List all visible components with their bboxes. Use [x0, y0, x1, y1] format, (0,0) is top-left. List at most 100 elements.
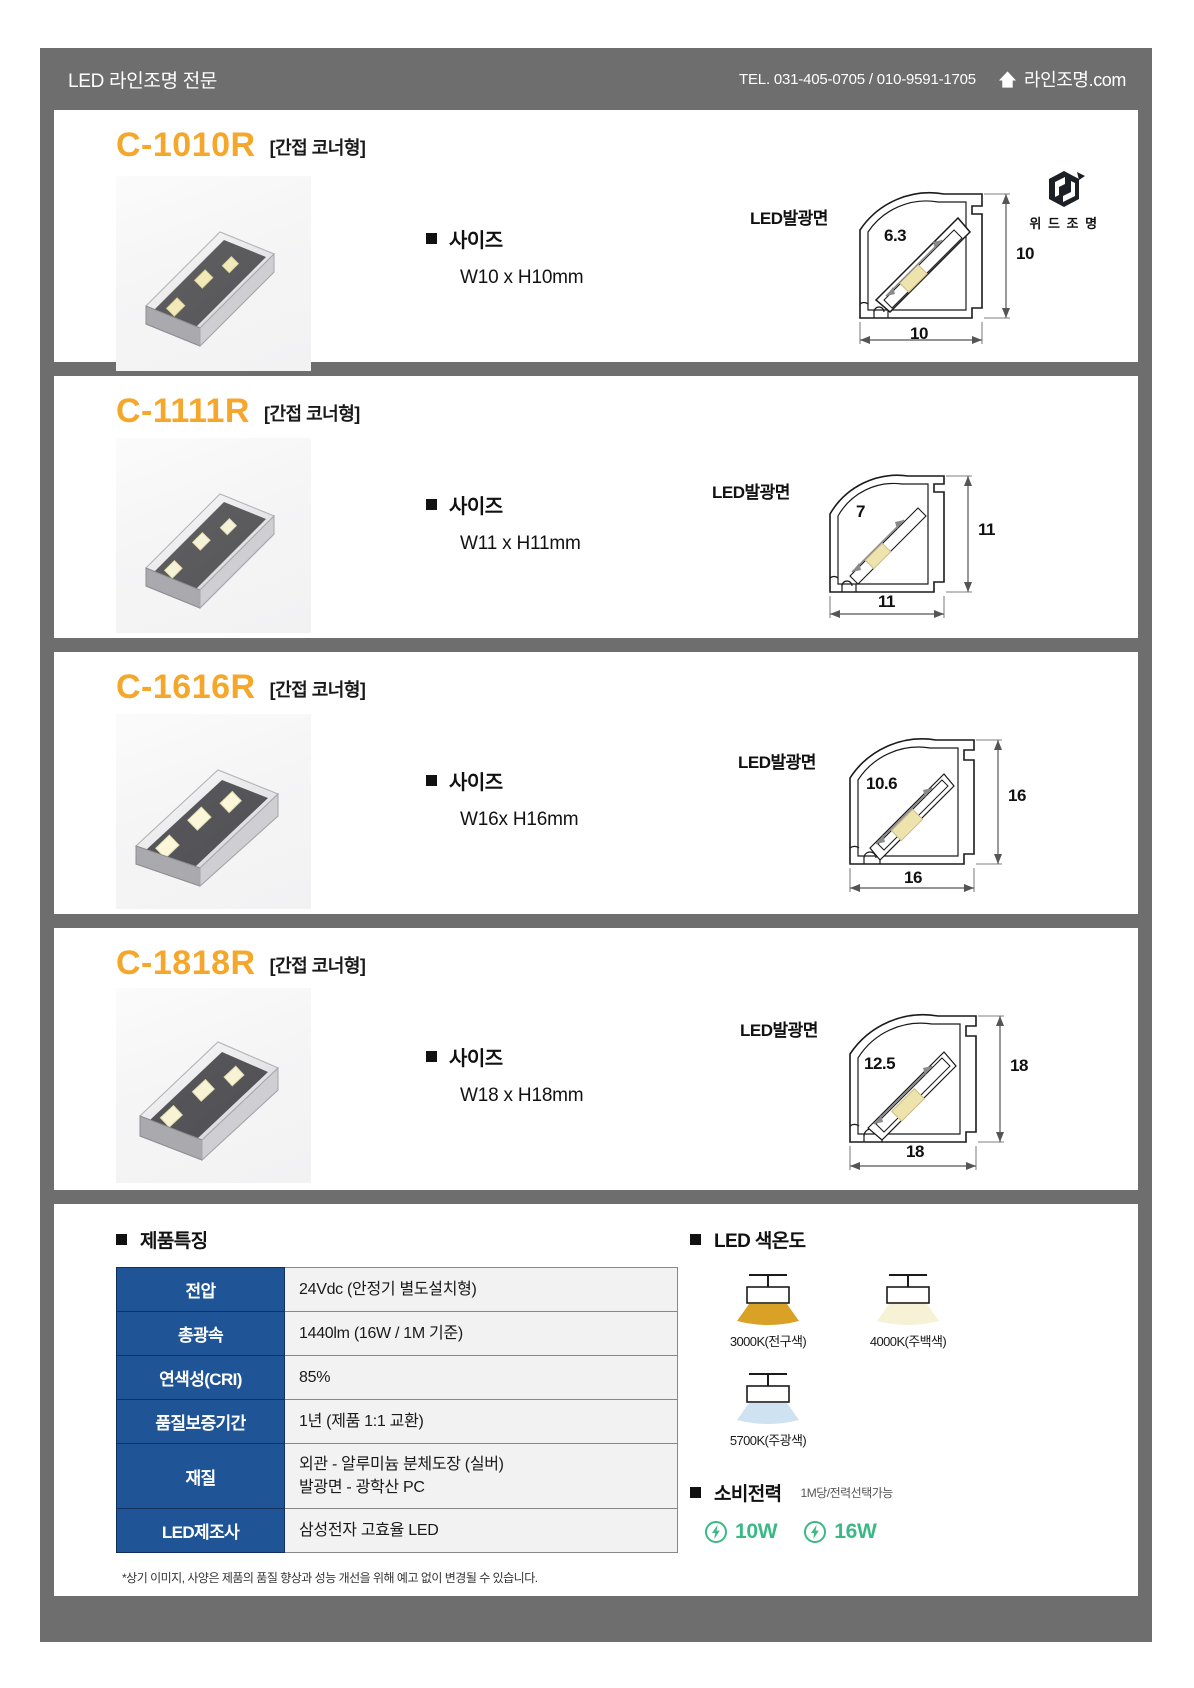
spec-value: 85% — [284, 1355, 678, 1400]
cct-power-section: LED 색온도 3000K(전구색) — [660, 1226, 1138, 1596]
size-label: 사이즈 — [449, 772, 503, 794]
cross-section-diagram: LED발광면 — [738, 720, 1026, 895]
size-heading: 사이즈 — [426, 766, 578, 795]
size-value: W10 x H10mm — [460, 267, 584, 288]
power-option[interactable]: 10W — [704, 1520, 778, 1544]
diagonal-dimension: 7 — [856, 502, 865, 521]
size-label: 사이즈 — [449, 230, 503, 252]
features-label: 제품특징 — [140, 1231, 208, 1252]
cube-logo-icon — [1016, 168, 1112, 210]
product-photo — [116, 988, 311, 1183]
size-label: 사이즈 — [449, 496, 503, 518]
product-heading: C-1616R [간접 코너형] — [54, 652, 1138, 704]
power-sublabel: 1M당/전력선택가능 — [800, 1486, 894, 1500]
led-face-label: LED발광면 — [712, 483, 790, 502]
cct-option: 4000K(주백색) — [838, 1267, 978, 1350]
product-type: [간접 코너형] — [269, 680, 366, 700]
power-label: 소비전력 — [714, 1484, 782, 1505]
size-block: 사이즈 W16x H16mm — [426, 766, 579, 831]
brand-name: 위 드 조 명 — [1029, 216, 1099, 231]
power-heading: 소비전력 1M당/전력선택가능 — [690, 1479, 1138, 1506]
cross-section-diagram: LED발광면 — [712, 450, 998, 625]
product-card: C-1010R [간접 코너형] — [54, 110, 1138, 371]
square-bullet-icon — [426, 233, 437, 244]
square-bullet-icon — [426, 1051, 437, 1062]
header-contact-group: TEL. 031-405-0705 / 010-9591-1705 라인조명.c… — [739, 66, 1126, 92]
spec-value: 1년 (제품 1:1 교환) — [284, 1399, 678, 1444]
features-section: 제품특징 전압 24Vdc (안정기 별도설치형) 총광속 1440lm (16… — [54, 1226, 678, 1596]
spec-label: 품질보증기간 — [116, 1399, 285, 1444]
specification-panel: 제품특징 전압 24Vdc (안정기 별도설치형) 총광속 1440lm (16… — [54, 1204, 1138, 1596]
cross-section-diagram: LED발광면 — [740, 992, 1028, 1170]
header-phone: TEL. 031-405-0705 / 010-9591-1705 — [739, 70, 976, 88]
cct-option-label: 3000K(전구색) — [729, 1334, 807, 1349]
product-model: C-1818R — [116, 944, 256, 982]
diagonal-dimension: 10.6 — [866, 774, 898, 793]
product-photo — [116, 714, 311, 909]
square-bullet-icon — [690, 1487, 701, 1498]
size-block: 사이즈 W18 x H18mm — [426, 1042, 584, 1107]
height-dimension: 11 — [978, 520, 995, 539]
cct-heading: LED 색온도 — [690, 1226, 1138, 1253]
table-row: 재질 외관 - 알루미늄 분체도장 (실버) 발광면 - 광학산 PC — [116, 1442, 678, 1510]
product-type: [간접 코너형] — [269, 956, 366, 976]
led-face-label: LED발광면 — [750, 209, 828, 228]
lamp-3000k-icon — [698, 1267, 838, 1329]
spec-value: 외관 - 알루미늄 분체도장 (실버) 발광면 - 광학산 PC — [284, 1442, 678, 1510]
cct-option: 5700K(주광색) — [698, 1366, 838, 1449]
size-block: 사이즈 W11 x H11mm — [426, 490, 581, 555]
spec-value: 1440lm (16W / 1M 기준) — [284, 1311, 678, 1356]
cross-section-diagram: LED발광면 — [750, 178, 1034, 353]
product-type: [간접 코너형] — [263, 404, 360, 424]
product-heading: C-1111R [간접 코너형] — [54, 376, 1138, 428]
features-heading: 제품특징 — [116, 1226, 660, 1253]
product-photo — [116, 176, 311, 371]
header-website[interactable]: 라인조명.com — [998, 66, 1126, 92]
square-bullet-icon — [426, 775, 437, 786]
cct-option: 3000K(전구색) — [698, 1267, 838, 1350]
brand-logo: 위 드 조 명 — [1016, 168, 1112, 232]
size-value: W11 x H11mm — [460, 533, 581, 554]
header-title: LED 라인조명 전문 — [68, 70, 218, 92]
led-face-label: LED발광면 — [738, 753, 816, 772]
width-dimension: 18 — [906, 1142, 924, 1161]
header-website-label: 라인조명.com — [1023, 70, 1126, 90]
table-row: 연색성(CRI) 85% — [116, 1355, 678, 1400]
width-dimension: 16 — [904, 868, 922, 887]
width-dimension: 11 — [878, 592, 895, 611]
product-card: C-1111R [간접 코너형] — [54, 376, 1138, 638]
led-face-label: LED발광면 — [740, 1021, 818, 1040]
cct-option-label: 5700K(주광색) — [729, 1433, 807, 1448]
size-block: 사이즈 W10 x H10mm — [426, 224, 584, 289]
lamp-4000k-icon — [838, 1267, 978, 1329]
square-bullet-icon — [116, 1234, 127, 1245]
square-bullet-icon — [690, 1234, 701, 1245]
table-row: 전압 24Vdc (안정기 별도설치형) — [116, 1267, 678, 1312]
diagonal-dimension: 12.5 — [864, 1054, 896, 1073]
size-value: W16x H16mm — [460, 809, 579, 830]
size-value: W18 x H18mm — [460, 1085, 584, 1106]
page-header: LED 라인조명 전문 TEL. 031-405-0705 / 010-9591… — [40, 48, 1152, 110]
power-options: 10W 16W — [704, 1520, 1138, 1544]
spec-label: 연색성(CRI) — [116, 1355, 285, 1400]
height-dimension: 16 — [1008, 786, 1026, 805]
product-card: C-1818R [간접 코너형] — [54, 928, 1138, 1190]
size-heading: 사이즈 — [426, 224, 583, 253]
spec-value: 24Vdc (안정기 별도설치형) — [284, 1267, 678, 1312]
width-dimension: 10 — [910, 324, 928, 343]
product-type: [간접 코너형] — [269, 138, 366, 158]
product-heading: C-1818R [간접 코너형] — [54, 928, 1138, 980]
diagonal-dimension: 6.3 — [884, 226, 907, 245]
product-photo — [116, 438, 311, 633]
spec-label: 전압 — [116, 1267, 285, 1312]
height-dimension: 10 — [1016, 244, 1034, 263]
product-model: C-1010R — [116, 126, 256, 164]
cct-options: 3000K(전구색) 4000K(주백색) — [698, 1267, 998, 1465]
specification-table: 전압 24Vdc (안정기 별도설치형) 총광속 1440lm (16W / 1… — [116, 1267, 678, 1554]
product-model: C-1616R — [116, 668, 256, 706]
spec-label: LED제조사 — [116, 1508, 285, 1554]
spec-value: 삼성전자 고효율 LED — [284, 1508, 678, 1554]
size-label: 사이즈 — [449, 1048, 503, 1070]
square-bullet-icon — [426, 499, 437, 510]
power-option[interactable]: 16W — [803, 1520, 877, 1544]
